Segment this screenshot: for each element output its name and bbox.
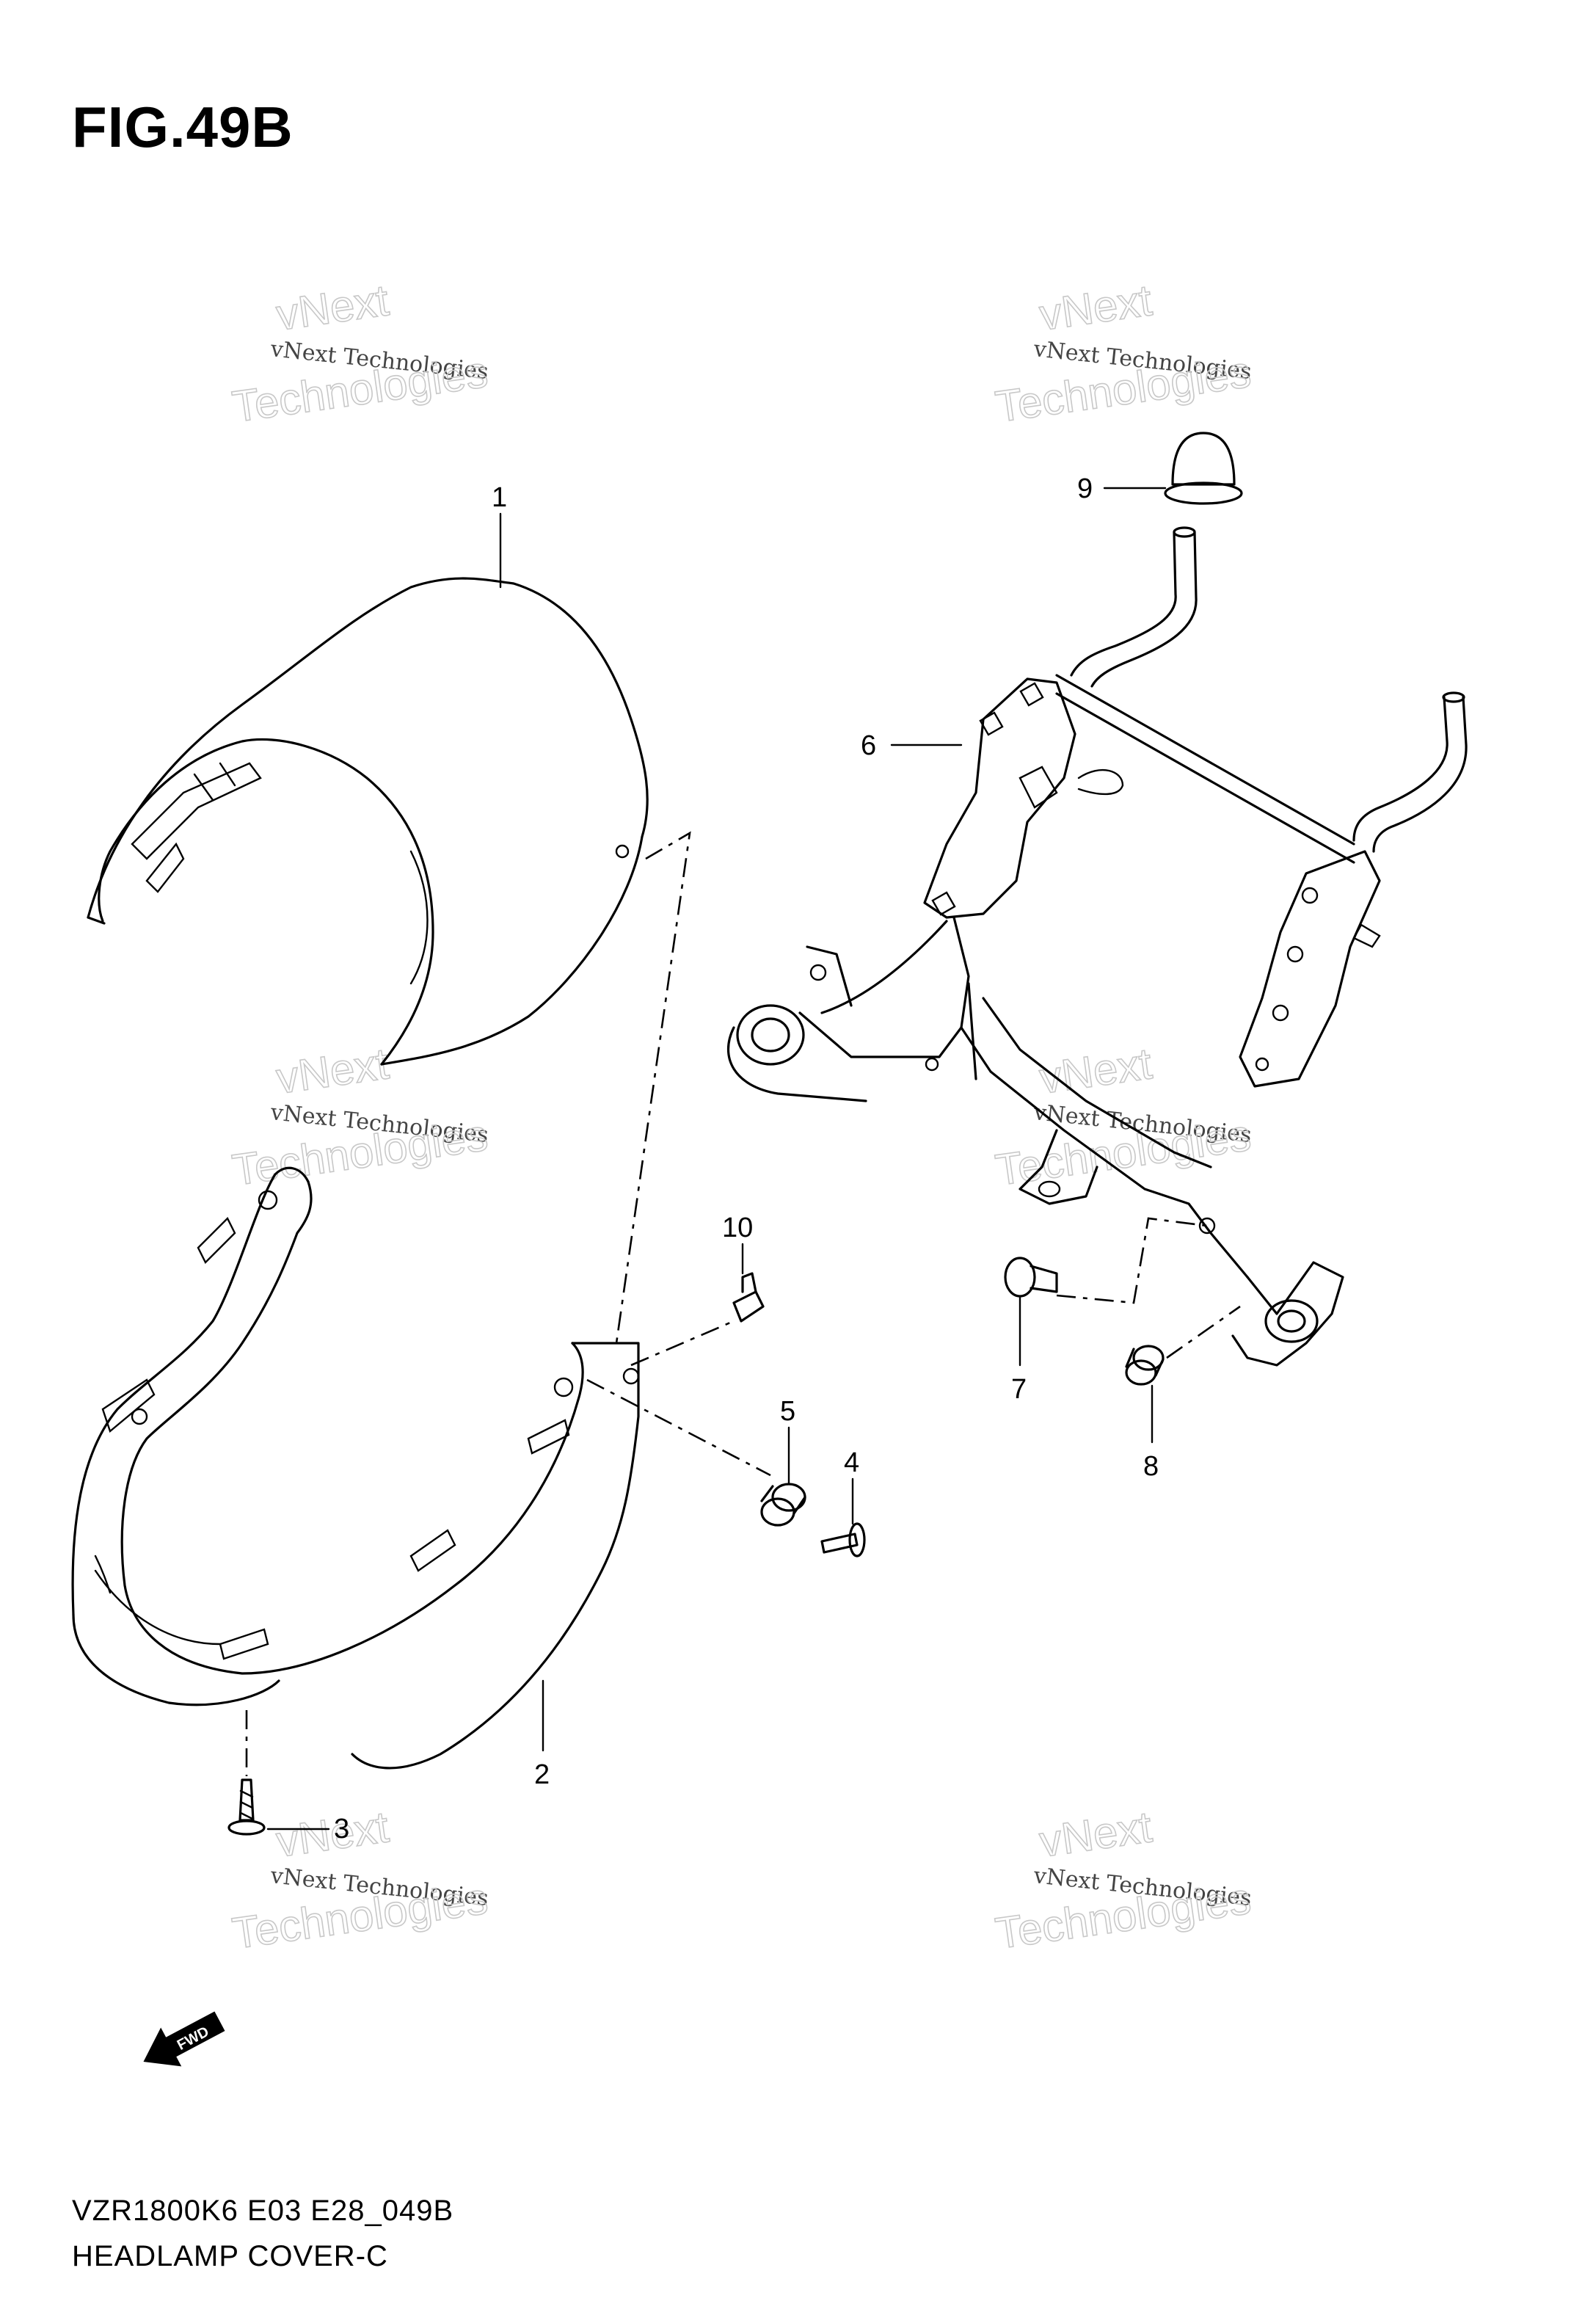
part-2-lower-cover (71, 1166, 640, 1770)
model-code: VZR1800K6 E03 E28_049B (72, 2195, 454, 2227)
assembly-line-1-2 (615, 831, 691, 1344)
watermark-vnext-small: vNext (1036, 275, 1155, 340)
part-5-grommet (760, 1483, 806, 1527)
callout-2: 2 (534, 1759, 550, 1790)
part-3-screw (227, 1710, 266, 1836)
part-8-grommet (1125, 1345, 1165, 1386)
part-6-bracket (726, 526, 1468, 1367)
figure-caption: HEADLAMP COVER-C (72, 2240, 388, 2272)
figure-title: FIG.49B (72, 95, 294, 159)
callout-5: 5 (780, 1396, 795, 1427)
assembly-line-8 (1166, 1305, 1241, 1359)
watermark-group-top-right: vNext vNext Technologies Technologies (992, 275, 1255, 432)
callout-8: 8 (1143, 1451, 1159, 1482)
watermark-vnext-small: vNext (273, 1039, 392, 1103)
watermark-vnext-small: vNext (1036, 1039, 1155, 1103)
watermark-vnext-small: vNext (273, 1802, 392, 1866)
callout-4: 4 (844, 1447, 859, 1478)
callout-7: 7 (1011, 1374, 1027, 1405)
callout-1: 1 (492, 482, 507, 513)
callout-6: 6 (861, 730, 876, 761)
part-7-bolt (1004, 1257, 1058, 1298)
callout-9: 9 (1077, 473, 1093, 504)
watermark-group-mid-left: vNext vNext Technologies Technologies (229, 1038, 492, 1195)
part-1-upper-cover (87, 577, 649, 1066)
part-10-clip (732, 1272, 765, 1323)
watermark-group-mid-right: vNext vNext Technologies Technologies (992, 1038, 1255, 1195)
watermark-vnext-small: vNext (1036, 1802, 1155, 1866)
fwd-arrow-icon: FWD (143, 2011, 225, 2067)
part-4-bolt (820, 1522, 866, 1557)
callout-3: 3 (334, 1814, 349, 1844)
watermark-vnext-small: vNext (273, 275, 392, 340)
watermark-group-bottom-left: vNext vNext Technologies Technologies (229, 1801, 492, 1958)
assembly-line-7 (1056, 1217, 1208, 1304)
watermark-group-bottom-right: vNext vNext Technologies Technologies (992, 1801, 1255, 1958)
assembly-line-2-10 (630, 1320, 735, 1367)
assembly-line-2-5 (586, 1378, 771, 1477)
part-9-cap (1164, 432, 1243, 505)
watermark-group-top-left: vNext vNext Technologies Technologies (229, 275, 492, 432)
callout-10: 10 (722, 1213, 753, 1243)
